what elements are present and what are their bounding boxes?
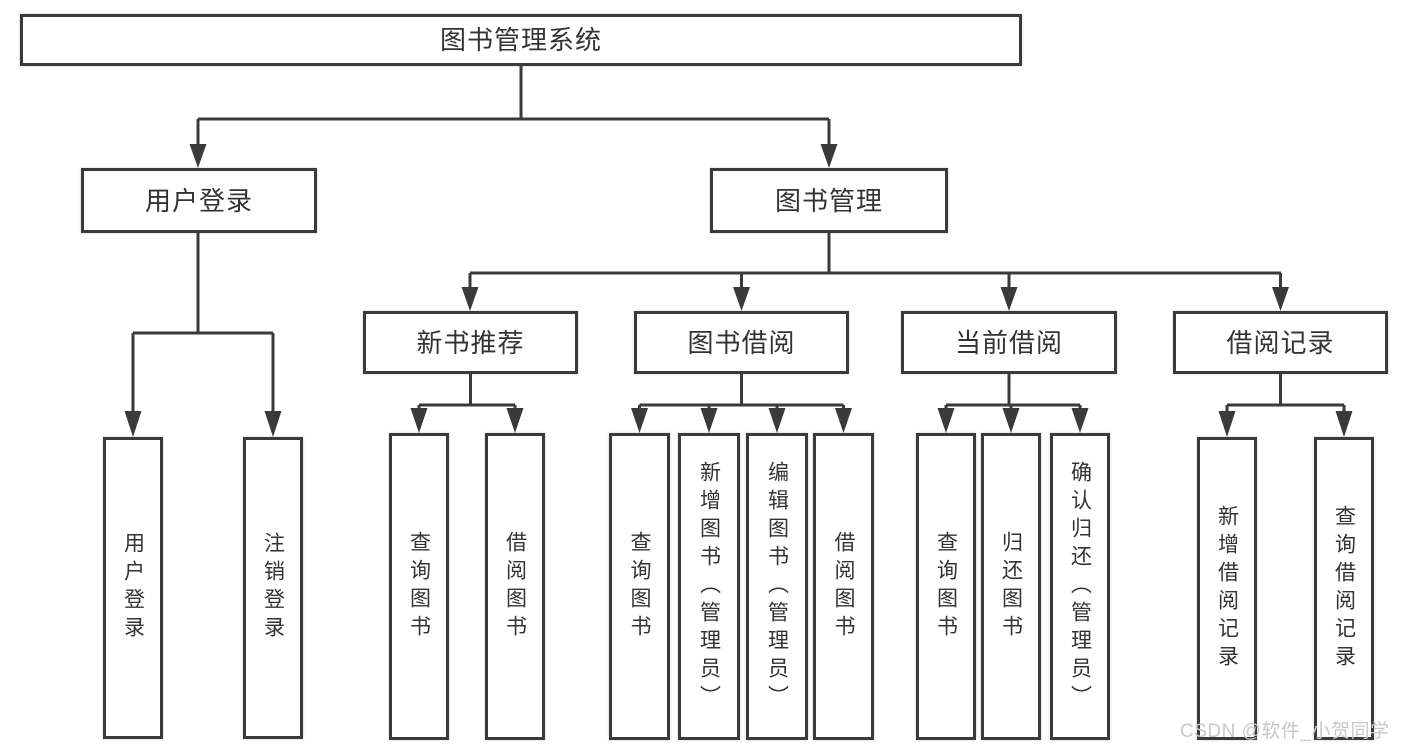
node-borrow-record: 借阅记录 xyxy=(1173,311,1388,374)
leaf-borrow-books-2: 借阅图书 xyxy=(813,433,874,740)
connector-record-branch xyxy=(1225,374,1346,415)
connector-new-book-branch xyxy=(417,374,517,411)
arrow-icon xyxy=(1002,408,1020,433)
arrow-icon xyxy=(189,144,207,168)
arrow-icon xyxy=(1272,287,1289,311)
arrow-icon xyxy=(506,408,524,433)
arrow-icon xyxy=(1218,411,1236,437)
node-book-borrow: 图书借阅 xyxy=(634,311,849,374)
leaf-logout: 注销登录 xyxy=(243,437,303,739)
leaf-query-books-3: 查询图书 xyxy=(916,433,976,740)
leaf-user-login: 用户登录 xyxy=(103,437,163,739)
node-root-system: 图书管理系统 xyxy=(20,14,1022,66)
arrow-icon xyxy=(1335,411,1353,437)
arrow-icon xyxy=(733,287,750,311)
node-book-management: 图书管理 xyxy=(710,168,948,233)
leaf-return-books: 归还图书 xyxy=(981,433,1041,740)
leaf-query-books-2: 查询图书 xyxy=(609,433,670,740)
arrow-icon xyxy=(820,144,838,168)
arrow-icon xyxy=(124,411,142,437)
arrow-icon xyxy=(461,287,479,311)
connector-current-branch xyxy=(944,374,1082,411)
arrowheads xyxy=(124,144,1353,437)
connector-root-to-level2 xyxy=(196,66,831,146)
arrow-icon xyxy=(1000,287,1018,311)
leaf-add-books-admin: 新增图书︵管理员︶ xyxy=(678,433,740,740)
leaf-query-borrow-record: 查询借阅记录 xyxy=(1314,437,1374,740)
leaf-confirm-return-admin: 确认归还︵管理员︶ xyxy=(1050,433,1110,740)
connector-user-login-branch xyxy=(131,233,275,415)
leaf-add-borrow-record: 新增借阅记录 xyxy=(1197,437,1257,740)
leaf-edit-books-admin: 编辑图书︵管理员︶ xyxy=(746,433,808,740)
arrow-icon xyxy=(264,411,282,437)
leaf-borrow-books-1: 借阅图书 xyxy=(485,433,545,740)
arrow-icon xyxy=(700,408,718,433)
arrow-icon xyxy=(937,408,955,433)
arrow-icon xyxy=(1071,408,1089,433)
node-current-borrow: 当前借阅 xyxy=(901,311,1117,374)
node-user-login: 用户登录 xyxy=(81,168,317,233)
arrow-icon xyxy=(768,408,786,433)
connector-borrow-branch xyxy=(638,374,845,411)
node-new-book-recommend: 新书推荐 xyxy=(363,311,578,374)
arrow-icon xyxy=(410,408,428,433)
connector-book-mgmt-branch xyxy=(468,233,1282,289)
arrow-icon xyxy=(631,408,648,433)
arrow-icon xyxy=(835,408,852,433)
leaf-query-books-1: 查询图书 xyxy=(389,433,449,740)
csdn-watermark: CSDN @软件_小贺同学 xyxy=(1180,721,1390,742)
